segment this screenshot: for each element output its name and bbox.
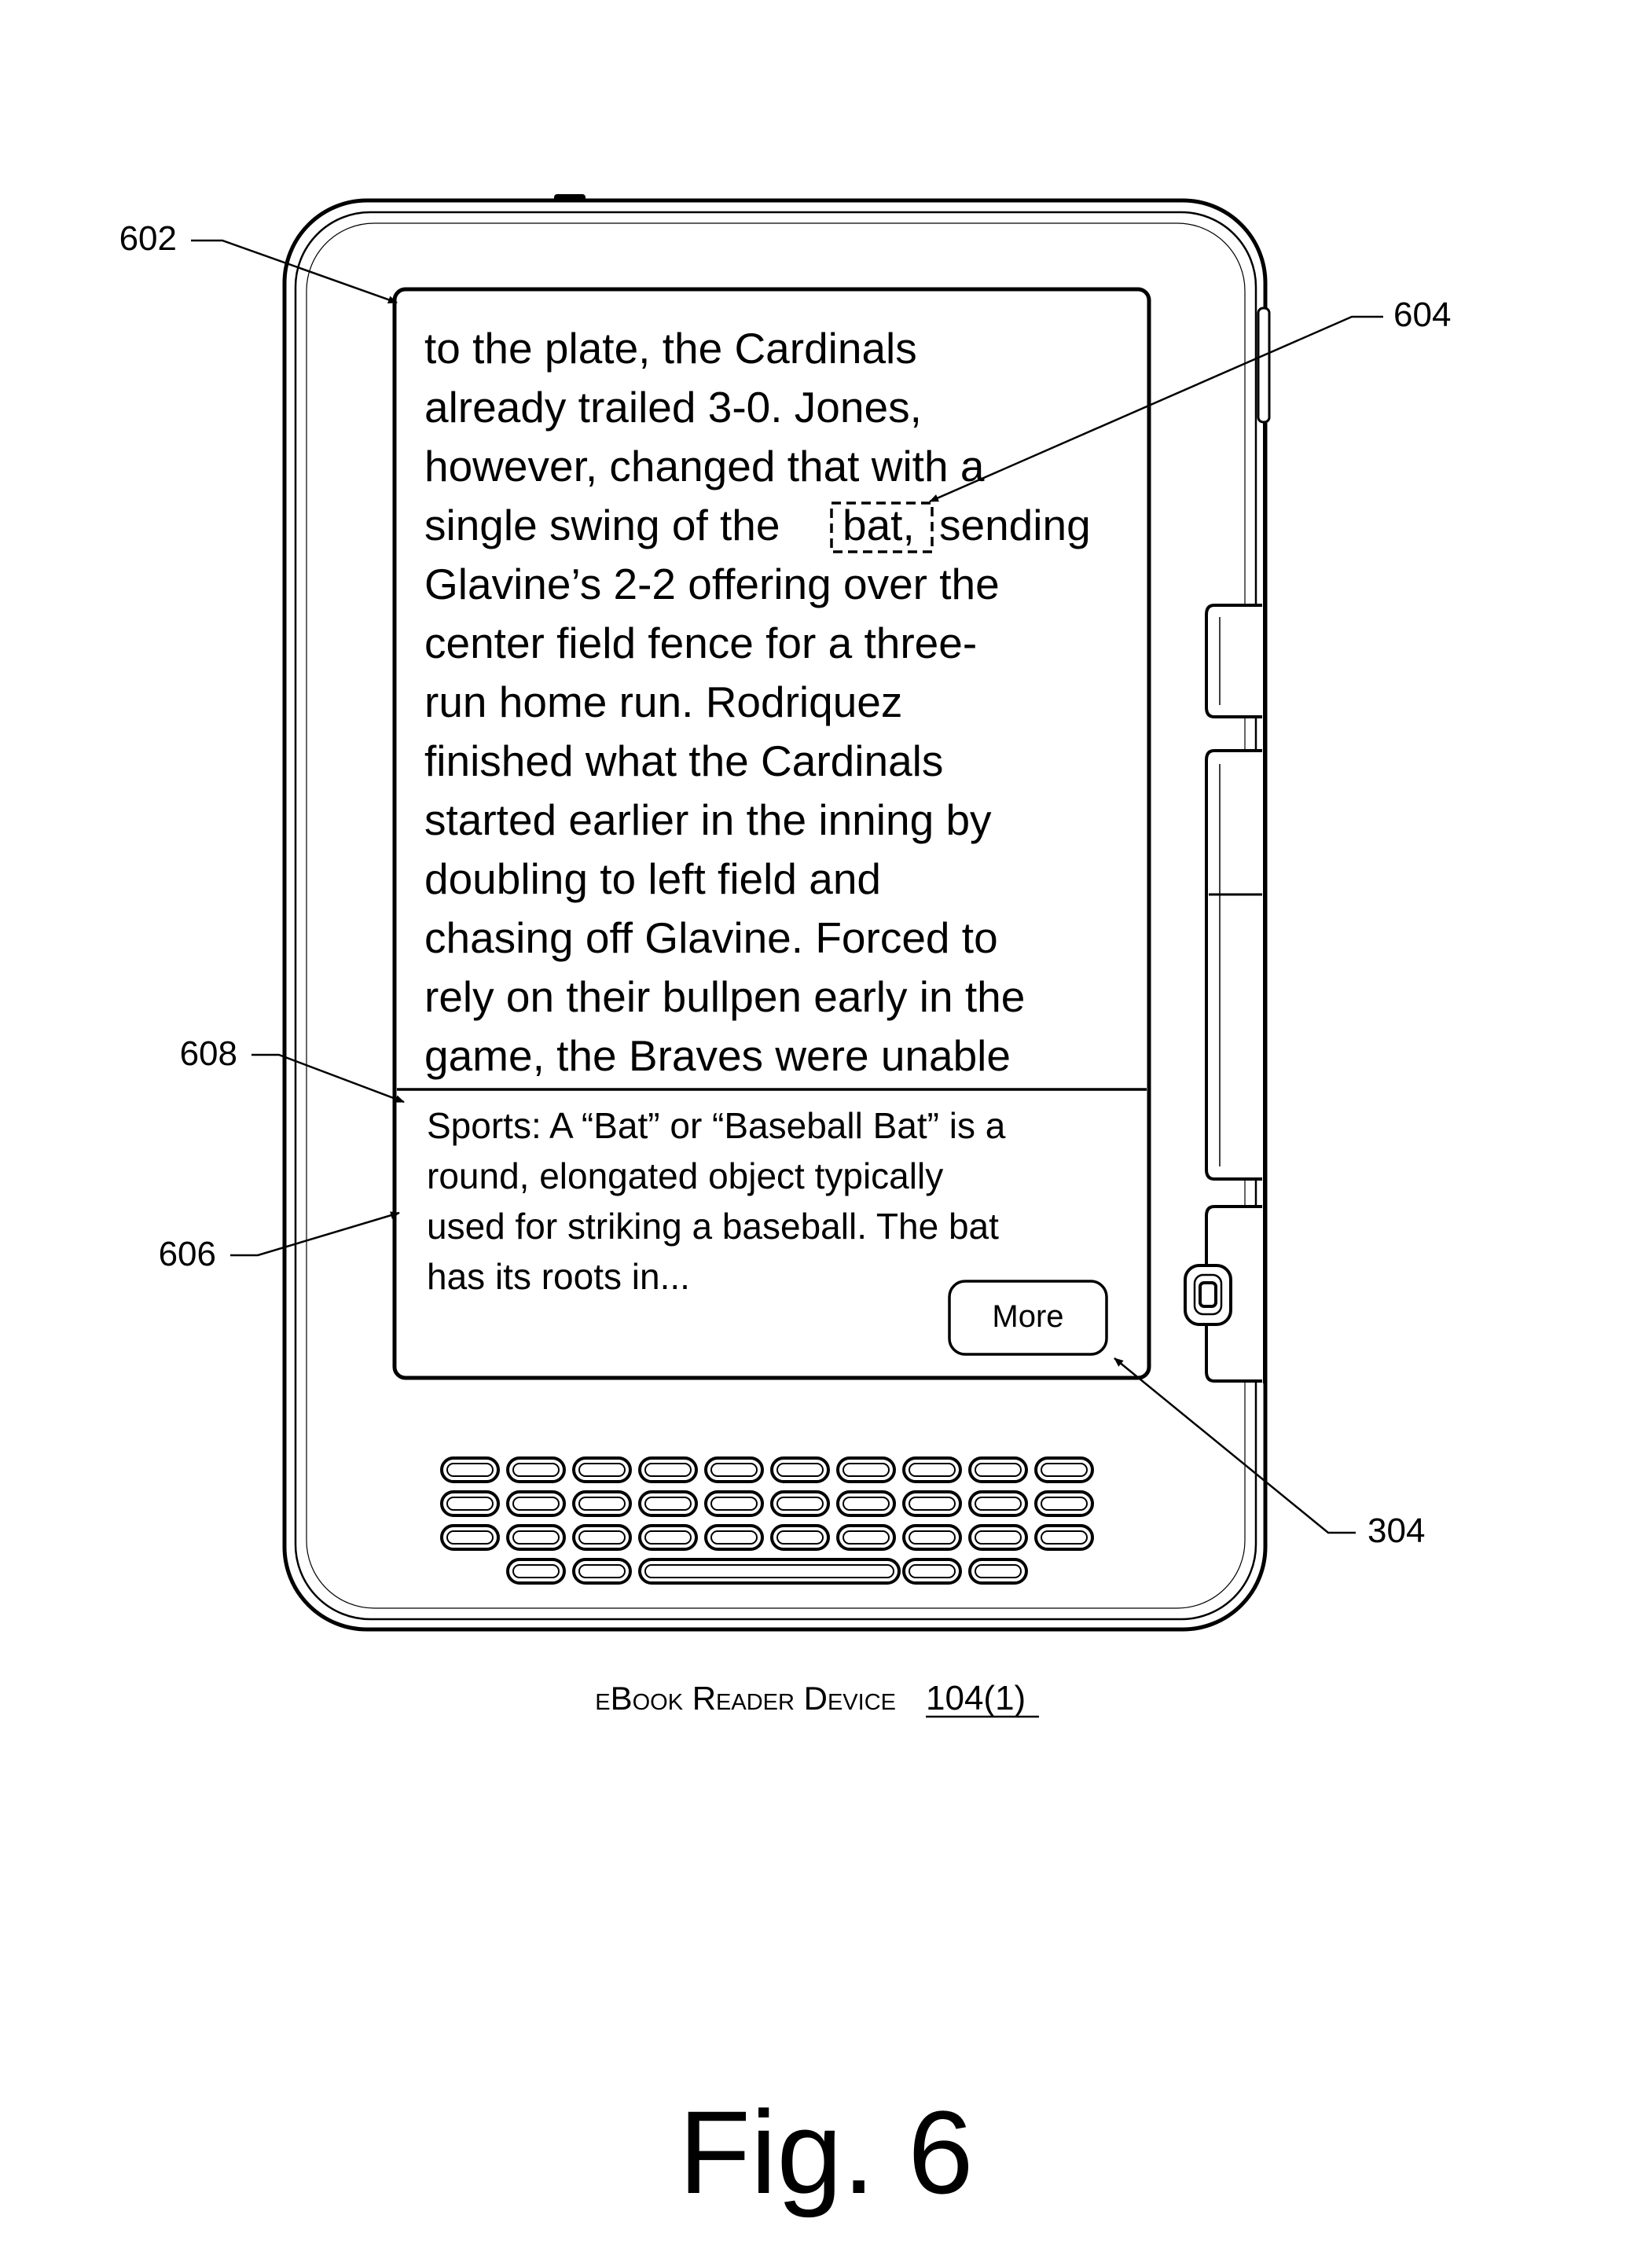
reference-numeral-608: 608 [180, 1034, 237, 1073]
keyboard-key[interactable] [838, 1492, 894, 1515]
keyboard-key[interactable] [970, 1458, 1026, 1482]
definition-line: used for striking a baseball. The bat [427, 1206, 999, 1247]
content-line: started earlier in the inning by [424, 795, 992, 844]
content-line: to the plate, the Cardinals [424, 324, 917, 373]
keyboard-key[interactable] [1036, 1526, 1092, 1549]
content-line: already trailed 3-0. Jones, [424, 383, 922, 432]
reference-numeral-604: 604 [1393, 296, 1451, 334]
caption-text: eBook Reader Device [595, 1680, 896, 1717]
keyboard-key[interactable] [772, 1458, 828, 1482]
keyboard-key[interactable] [838, 1526, 894, 1549]
keyboard-key[interactable] [640, 1492, 696, 1515]
keyboard-key[interactable] [574, 1559, 630, 1583]
keyboard-key[interactable] [508, 1458, 564, 1482]
keyboard-key[interactable] [838, 1458, 894, 1482]
keyboard-key[interactable] [442, 1458, 498, 1482]
page-forward-button[interactable] [1206, 751, 1262, 1179]
keyboard-key[interactable] [508, 1526, 564, 1549]
keyboard-key[interactable] [574, 1492, 630, 1515]
volume-rocker[interactable] [1258, 308, 1269, 422]
definition-line: has its roots in... [427, 1256, 690, 1297]
content-line: Glavine’s 2-2 offering over the [424, 560, 1000, 608]
keyboard-key[interactable] [970, 1492, 1026, 1515]
content-line: run home run. Rodriquez [424, 678, 902, 726]
content-line: single swing of the [424, 501, 780, 549]
keyboard-key[interactable] [904, 1492, 960, 1515]
content-line: rely on their bullpen early in the [424, 972, 1025, 1021]
keyboard-key[interactable] [442, 1492, 498, 1515]
more-button-label: More [992, 1299, 1063, 1334]
spacebar-key[interactable] [640, 1559, 899, 1583]
content-line: finished what the Cardinals [424, 736, 943, 785]
content-line: center field fence for a three- [424, 619, 977, 667]
keyboard-key[interactable] [706, 1458, 762, 1482]
selected-word-text: bat, [843, 501, 915, 549]
caption-number: 104(1) [926, 1679, 1026, 1717]
keyboard-key[interactable] [772, 1492, 828, 1515]
keyboard-key[interactable] [970, 1526, 1026, 1549]
keyboard-key[interactable] [706, 1492, 762, 1515]
more-button[interactable]: More [949, 1281, 1107, 1354]
keyboard-key[interactable] [1036, 1492, 1092, 1515]
reference-numeral-606: 606 [159, 1235, 216, 1273]
content-line-continuation: sending [939, 501, 1091, 549]
keyboard-key[interactable] [640, 1458, 696, 1482]
reference-numeral-602: 602 [119, 219, 177, 258]
keyboard-key[interactable] [970, 1559, 1026, 1583]
keyboard-key[interactable] [508, 1492, 564, 1515]
keyboard-key[interactable] [904, 1559, 960, 1583]
keyboard-key[interactable] [904, 1526, 960, 1549]
content-line: doubling to left field and [424, 854, 881, 903]
page-back-button[interactable] [1206, 605, 1262, 717]
keyboard-key[interactable] [706, 1526, 762, 1549]
keyboard-key[interactable] [1036, 1458, 1092, 1482]
keyboard-key[interactable] [772, 1526, 828, 1549]
reference-numeral-304: 304 [1367, 1512, 1425, 1550]
keyboard-key[interactable] [640, 1526, 696, 1549]
content-line: however, changed that with a [424, 442, 985, 490]
content-line: chasing off Glavine. Forced to [424, 913, 998, 962]
keyboard-key[interactable] [574, 1458, 630, 1482]
keyboard-key[interactable] [508, 1559, 564, 1583]
keyboard-key[interactable] [574, 1526, 630, 1549]
keyboard-key[interactable] [904, 1458, 960, 1482]
keyboard-key[interactable] [442, 1526, 498, 1549]
figure-caption: eBook Reader Device 104(1) [595, 1679, 1039, 1717]
definition-line: round, elongated object typically [427, 1155, 943, 1196]
figure-label: Fig. 6 [678, 2086, 973, 2218]
content-line: game, the Braves were unable [424, 1031, 1011, 1080]
definition-line: Sports: A “Bat” or “Baseball Bat” is a [427, 1105, 1006, 1146]
